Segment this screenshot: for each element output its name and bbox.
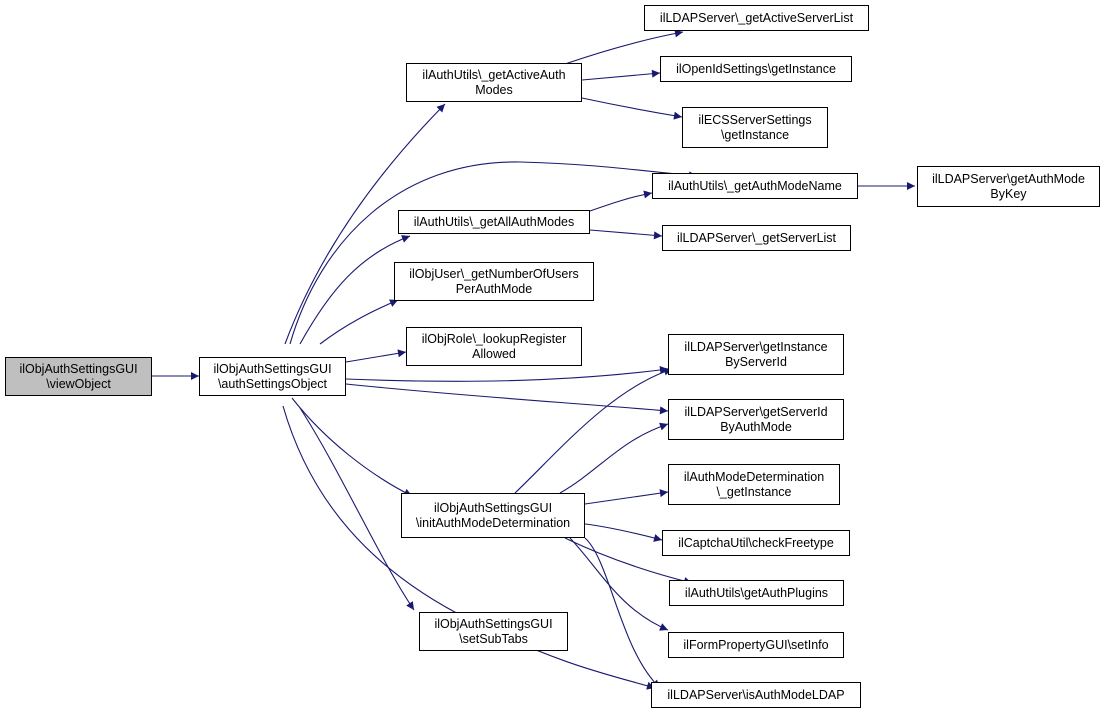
edge-init-setinfo xyxy=(569,537,669,631)
node-get-auth-mode-name[interactable]: ilAuthUtils\_getAuthModeName xyxy=(652,173,858,199)
edge-allauthmodes-getserverlist xyxy=(589,229,663,240)
edge-authsettings-lookupregisterallowed xyxy=(345,349,407,363)
node-get-server-id-by-auth-mode[interactable]: ilLDAPServer\getServerId ByAuthMode xyxy=(668,399,844,440)
node-auth-settings-object[interactable]: ilObjAuthSettingsGUI \authSettingsObject xyxy=(199,357,346,396)
node-view-object[interactable]: ilObjAuthSettingsGUI \viewObject xyxy=(5,357,152,396)
node-auth-mode-determination-get-instance[interactable]: ilAuthModeDetermination \_getInstance xyxy=(668,464,840,505)
edge-authsettings-getauthmodename xyxy=(289,161,698,345)
edge-allauthmodes-getauthmodename xyxy=(589,190,653,212)
node-get-active-server-list[interactable]: ilLDAPServer\_getActiveServerList xyxy=(644,5,869,31)
edge-init-getinstancebyserverid xyxy=(514,367,673,494)
node-ecs-get-instance[interactable]: ilECSServerSettings \getInstance xyxy=(682,107,828,148)
edge-authsettings-getserveridbyauthmode xyxy=(345,383,669,415)
edge-authsettings-getnumberofusers xyxy=(319,299,399,345)
node-check-freetype[interactable]: ilCaptchaUtil\checkFreetype xyxy=(662,530,850,556)
node-lookup-register-allowed[interactable]: ilObjRole\_lookupRegister Allowed xyxy=(406,327,582,366)
edge-init-checkfreetype xyxy=(584,523,663,542)
edge-init-getauthplugins xyxy=(564,537,693,585)
node-get-auth-plugins[interactable]: ilAuthUtils\getAuthPlugins xyxy=(669,580,844,606)
edge-authsettings-getactiveauthmodes xyxy=(284,103,446,345)
edge-authsettings-getinstancebyserverid xyxy=(345,366,669,382)
node-init-auth-mode-determination[interactable]: ilObjAuthSettingsGUI \initAuthModeDeterm… xyxy=(401,493,585,538)
node-is-auth-mode-ldap[interactable]: ilLDAPServer\isAuthModeLDAP xyxy=(651,682,861,708)
edge-init-authmodedetermination xyxy=(584,489,669,505)
edge-authsettings-getallauthmodes xyxy=(299,235,411,345)
node-openid-get-instance[interactable]: ilOpenIdSettings\getInstance xyxy=(660,56,852,82)
edge-activeauthmodes-getactiveserverlist xyxy=(564,29,684,65)
edge-authsettings-setsubtabs xyxy=(299,407,415,611)
edge-activeauthmodes-ecsgetinstance xyxy=(581,97,683,120)
edge-init-getserveridbyauthmode xyxy=(559,422,669,494)
edge-init-isauthmodeldap xyxy=(584,537,661,689)
edge-authsettings-initauthmodedetermination xyxy=(291,397,413,497)
node-get-active-auth-modes[interactable]: ilAuthUtils\_getActiveAuth Modes xyxy=(406,63,582,102)
node-get-all-auth-modes[interactable]: ilAuthUtils\_getAllAuthModes xyxy=(398,210,590,234)
node-get-auth-mode-by-key[interactable]: ilLDAPServer\getAuthMode ByKey xyxy=(917,166,1100,207)
node-set-info[interactable]: ilFormPropertyGUI\setInfo xyxy=(668,632,844,658)
edge-activeauthmodes-openidgetinstance xyxy=(581,69,661,81)
node-get-number-of-users[interactable]: ilObjUser\_getNumberOfUsers PerAuthMode xyxy=(394,262,594,301)
node-get-server-list[interactable]: ilLDAPServer\_getServerList xyxy=(662,225,851,251)
node-get-instance-by-server-id[interactable]: ilLDAPServer\getInstance ByServerId xyxy=(668,334,844,375)
node-set-sub-tabs[interactable]: ilObjAuthSettingsGUI \setSubTabs xyxy=(419,612,568,651)
